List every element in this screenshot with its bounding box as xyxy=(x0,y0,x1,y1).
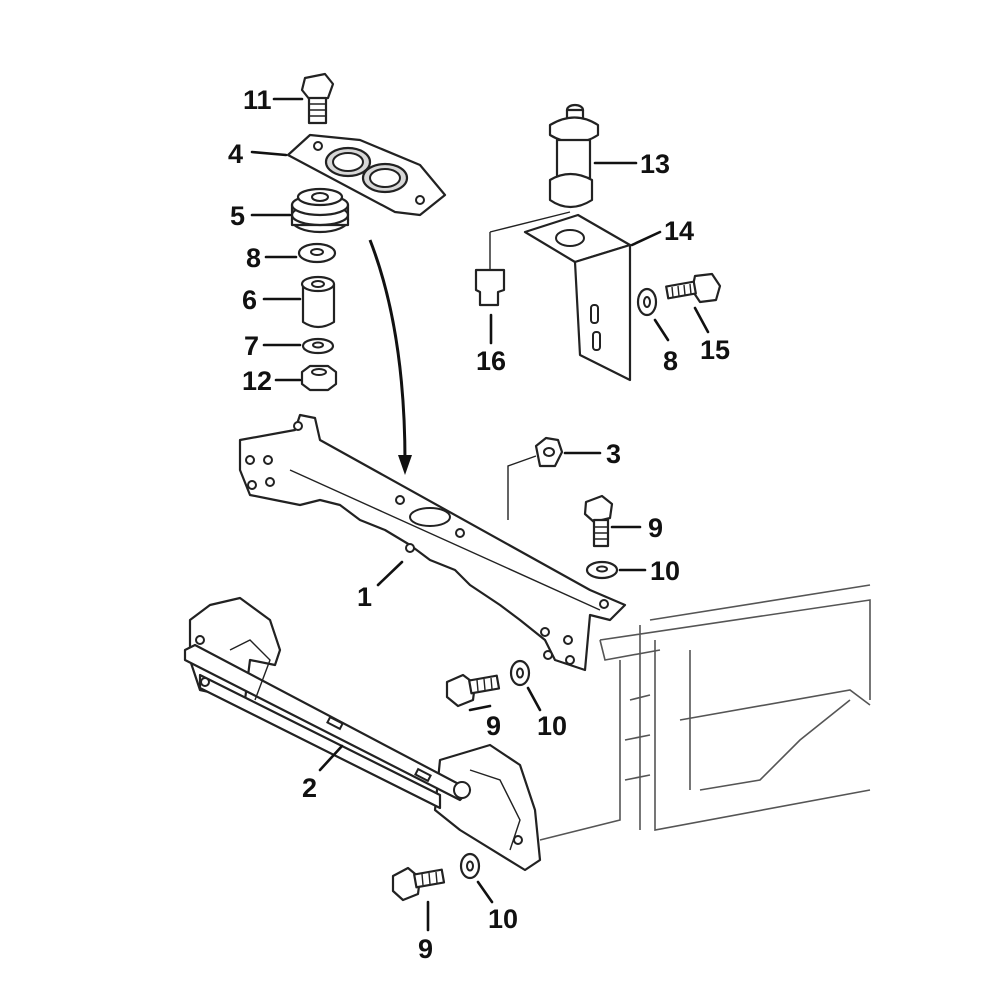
callout-10-lower: 10 xyxy=(488,904,518,934)
bolt-15 xyxy=(665,272,722,304)
crossmember xyxy=(238,413,627,672)
callout-16: 16 xyxy=(476,346,506,376)
nut-12 xyxy=(300,364,338,392)
callout-1: 1 xyxy=(357,582,372,612)
callout-9-middle: 9 xyxy=(486,711,501,741)
callout-labels: 11 4 5 8 6 7 12 13 14 16 8 15 3 9 10 1 2… xyxy=(228,85,730,964)
callout-12: 12 xyxy=(242,366,272,396)
callout-3: 3 xyxy=(606,439,621,469)
lower-bracket-assembly xyxy=(183,596,542,872)
washer-7 xyxy=(301,337,335,355)
stud-13 xyxy=(548,103,600,209)
callout-8-right: 8 xyxy=(663,346,678,376)
callout-8-left: 8 xyxy=(246,243,261,273)
assembly-direction-arrow xyxy=(368,239,412,475)
nut-3 xyxy=(507,436,564,520)
washer-10-lower xyxy=(459,852,481,880)
washer-8-right xyxy=(636,287,658,317)
callout-15: 15 xyxy=(700,335,730,365)
callout-14: 14 xyxy=(664,216,694,246)
clip-16 xyxy=(474,211,571,307)
callout-9-lower: 9 xyxy=(418,934,433,964)
washer-10-upper xyxy=(585,560,619,580)
l-bracket-14 xyxy=(523,213,632,382)
spacer-sleeve-6 xyxy=(300,275,336,329)
callout-9-upper: 9 xyxy=(648,513,663,543)
callout-11: 11 xyxy=(243,85,272,115)
leader-lines xyxy=(250,97,710,932)
callout-13: 13 xyxy=(640,149,670,179)
callout-10-middle: 10 xyxy=(537,711,567,741)
bolt-11 xyxy=(300,72,335,125)
bolt-9-lower xyxy=(391,866,446,902)
bolt-9-middle xyxy=(445,673,501,708)
washer-10-middle xyxy=(509,659,531,687)
callout-2: 2 xyxy=(302,773,317,803)
rubber-mount-5 xyxy=(290,187,350,234)
washer-8-left xyxy=(297,242,337,264)
callout-5: 5 xyxy=(230,201,245,231)
vehicle-frame-outline xyxy=(539,584,871,841)
mounting-plate-4 xyxy=(286,133,447,217)
callout-4: 4 xyxy=(228,139,243,169)
callout-6: 6 xyxy=(242,285,257,315)
bolt-9-upper xyxy=(583,494,614,548)
callout-7: 7 xyxy=(244,331,259,361)
callout-10-upper: 10 xyxy=(650,556,680,586)
